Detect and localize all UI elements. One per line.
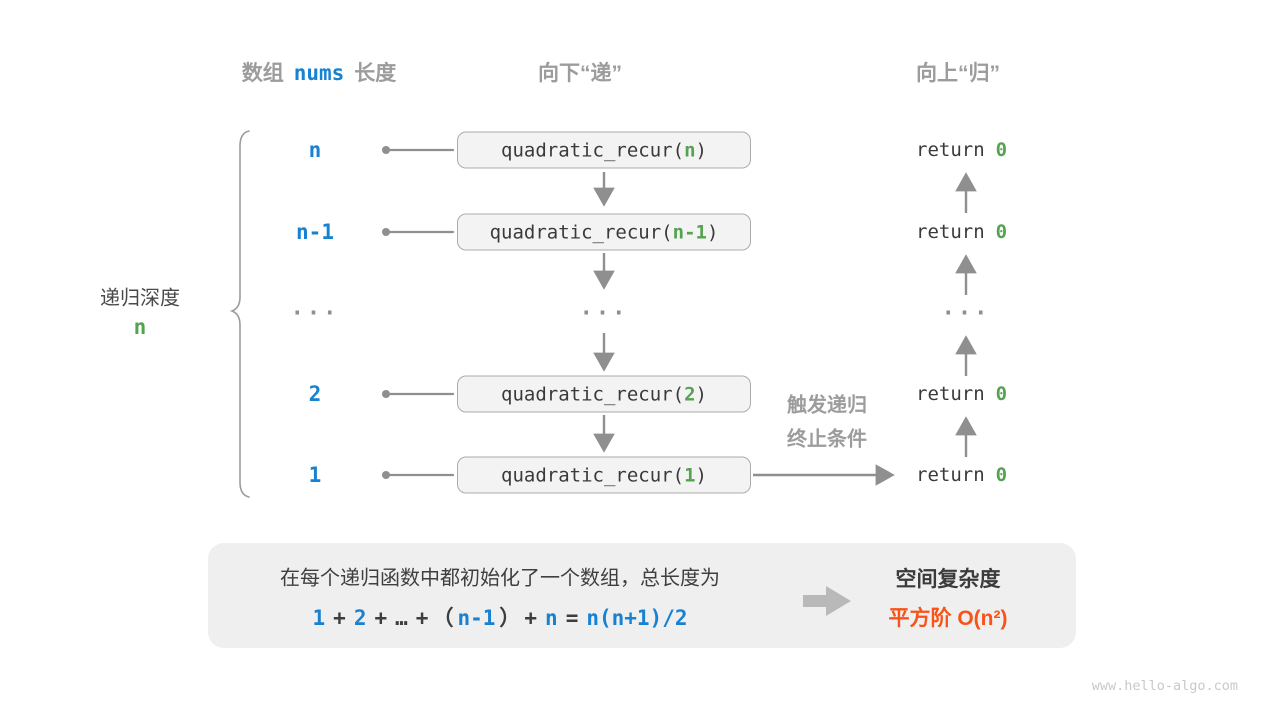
header-array-code: nums [293, 61, 345, 85]
return-keyword: return [916, 221, 985, 243]
return-statement: return 0 [916, 139, 1007, 161]
header-descend: 向下“递” [538, 62, 622, 85]
header-ascend: 向上“归” [916, 62, 1000, 85]
return-statement: return 0 [916, 464, 1007, 486]
return-keyword: return [916, 139, 985, 161]
formula-paren-close: ） [499, 607, 521, 630]
watermark: www.hello-algo.com [1091, 678, 1238, 694]
length-value: n [308, 138, 322, 162]
formula-operator: + [524, 606, 538, 630]
return-keyword: return [916, 383, 985, 405]
return-value: 0 [995, 139, 1008, 161]
return-statement: return 0 [916, 221, 1007, 243]
call-suffix: ) [695, 139, 707, 161]
depth-brace [229, 130, 250, 498]
call-box: quadratic_recur(n-1) [457, 213, 751, 251]
header-array-post: 长度 [354, 62, 397, 85]
return-value: 0 [995, 383, 1008, 405]
call-suffix: ) [695, 464, 707, 486]
length-value: n-1 [296, 220, 334, 244]
call-arg: n [684, 139, 696, 161]
depth-label: 递归深度 [100, 287, 180, 310]
call-prefix: quadratic_recur( [489, 221, 673, 243]
total-length-formula: 1 + 2 + … + （ n-1 ） + n = n(n+1)/2 [313, 602, 688, 632]
depth-value: n [133, 315, 147, 339]
header-array-length: 数组 nums 长度 [242, 57, 397, 87]
base-case-note-line2: 终止条件 [787, 428, 867, 451]
return-keyword: return [916, 464, 985, 486]
formula-term: 1 [312, 606, 326, 630]
call-suffix: ) [695, 383, 707, 405]
length-connectors [382, 146, 455, 479]
formula-operator: + [415, 606, 429, 630]
formula-term: n-1 [457, 606, 496, 630]
base-case-note-line1: 触发递归 [787, 394, 867, 417]
summary-panel [208, 543, 1076, 648]
return-statement: return 0 [916, 383, 1007, 405]
formula-operator: + [374, 606, 388, 630]
formula-equals: = [565, 606, 579, 630]
call-box: quadratic_recur(1) [457, 456, 751, 494]
call-arg: n-1 [672, 221, 707, 243]
call-arg: 2 [684, 383, 696, 405]
formula-result: n(n+1)/2 [586, 606, 688, 630]
space-complexity-value: 平方阶 O(n²) [888, 607, 1008, 630]
length-value: 2 [308, 382, 322, 406]
return-ellipsis: ... [941, 295, 991, 321]
call-prefix: quadratic_recur( [501, 464, 685, 486]
return-value: 0 [995, 221, 1008, 243]
formula-term: n [545, 606, 558, 630]
length-value: 1 [308, 463, 322, 487]
summary-sentence: 在每个递归函数中都初始化了一个数组，总长度为 [280, 567, 720, 590]
call-arg: 1 [684, 464, 696, 486]
header-array-pre: 数组 [241, 62, 284, 85]
length-ellipsis: ... [290, 295, 340, 321]
formula-ellipsis: … [395, 606, 408, 630]
formula-term: 2 [353, 606, 367, 630]
call-ellipsis: ... [579, 295, 629, 321]
call-prefix: quadratic_recur( [501, 139, 685, 161]
space-complexity-label: 空间复杂度 [895, 568, 1001, 591]
formula-paren-open: （ [432, 607, 454, 630]
return-value: 0 [995, 464, 1008, 486]
call-suffix: ) [706, 221, 719, 243]
formula-operator: + [333, 606, 346, 630]
call-prefix: quadratic_recur( [501, 383, 685, 405]
call-box: quadratic_recur(n) [457, 131, 751, 169]
call-box: quadratic_recur(2) [457, 375, 751, 413]
